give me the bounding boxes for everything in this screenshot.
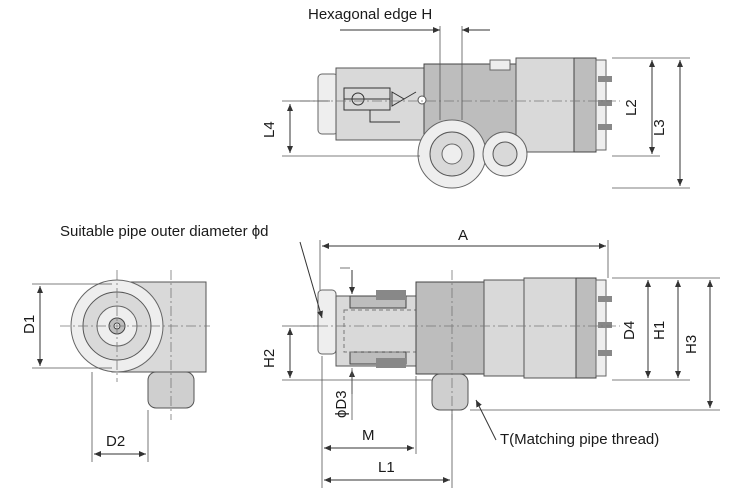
dim-H2-label: H2 — [261, 349, 278, 368]
dim-D4-label: D4 — [621, 321, 638, 340]
dim-A-label: A — [458, 227, 468, 244]
dim-L2-label: L2 — [623, 99, 640, 116]
pipe-od-label: Suitable pipe outer diameter ϕd — [60, 223, 269, 240]
thread-label: T(Matching pipe thread) — [500, 431, 659, 448]
dim-M-label: M — [362, 427, 375, 444]
dim-D1-label: D1 — [21, 315, 38, 334]
valve-symbol — [343, 87, 417, 123]
dim-D3-label: ϕD3 — [333, 390, 350, 418]
dim-H1-label: H1 — [651, 321, 668, 340]
dim-L3-label: L3 — [651, 119, 668, 136]
dim-L4-label: L4 — [261, 121, 278, 138]
top-view: Hexagonal edge H L4 L2 L3 — [261, 6, 690, 189]
dim-H3-label: H3 — [683, 335, 700, 354]
front-view: A Suitable pipe outer diameter ϕd H2 ϕD3… — [60, 223, 720, 488]
hex-edge-label: Hexagonal edge H — [308, 6, 432, 23]
side-view: D1 D2 — [21, 270, 210, 462]
dim-L1-label: L1 — [378, 459, 395, 476]
dim-D2-label: D2 — [106, 433, 125, 450]
